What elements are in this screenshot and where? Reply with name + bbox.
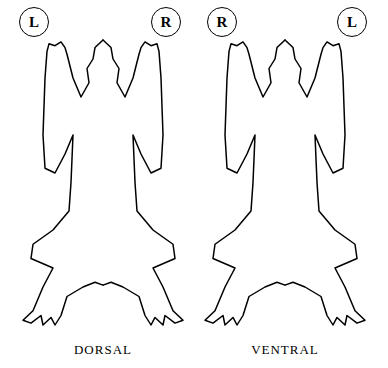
- side-letter: R: [161, 15, 172, 30]
- side-letter: L: [29, 15, 39, 30]
- side-letter: L: [347, 15, 357, 30]
- side-letter: R: [217, 15, 228, 30]
- side-circle: L: [337, 7, 367, 37]
- ventral-frog: [205, 40, 365, 325]
- view-label: VENTRAL: [251, 342, 319, 358]
- side-circle: R: [151, 7, 181, 37]
- side-circle: R: [207, 7, 237, 37]
- dorsal-frog: [23, 40, 183, 325]
- view-label: DORSAL: [74, 342, 132, 358]
- side-circle: L: [19, 7, 49, 37]
